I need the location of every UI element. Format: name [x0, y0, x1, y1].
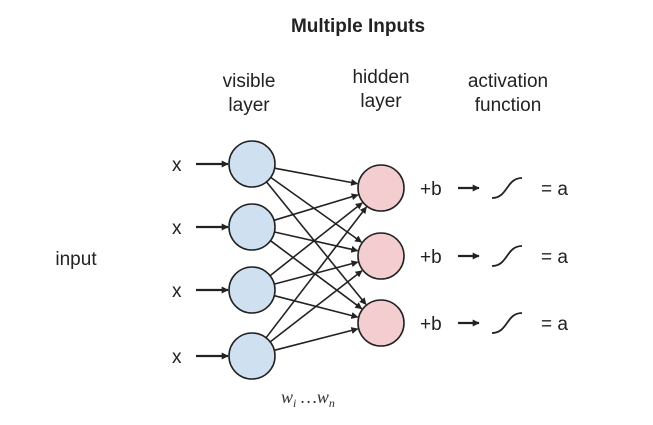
input-x-label: x [172, 347, 182, 368]
header-activation-line2: function [475, 95, 542, 116]
output-a-label: = a [541, 314, 568, 335]
edge-v3-h1 [269, 202, 363, 277]
diagram-title: Multiple Inputs [291, 16, 425, 37]
sigmoid-icon [491, 245, 523, 267]
header-visible-line2: layer [228, 95, 270, 116]
input-x-label: x [172, 155, 182, 176]
hidden-layer-nodes [357, 164, 405, 347]
edge-v1-h2 [270, 176, 363, 243]
input-x-label: x [172, 218, 182, 239]
visible-node-1 [228, 140, 276, 188]
header-hidden-line2: layer [360, 91, 402, 112]
bias-label: +b [420, 179, 442, 200]
hidden-node-2 [357, 232, 405, 280]
input-side-label: input [55, 249, 97, 270]
activation-rows: +b = a +b = a +b = a [420, 177, 568, 335]
edge-v2-h2 [274, 231, 359, 253]
edge-v4-h3 [274, 327, 359, 352]
edge-v2-h3 [270, 240, 363, 310]
visible-layer-nodes [228, 140, 276, 380]
edge-v1-h3 [265, 181, 367, 305]
sigmoid-icon [491, 177, 523, 199]
hidden-node-1 [357, 164, 405, 212]
input-group: x x x x [172, 155, 229, 368]
hidden-node-3 [357, 299, 405, 347]
bias-label: +b [420, 314, 442, 335]
weights-label: wi …wn [281, 387, 335, 410]
visible-node-3 [228, 266, 276, 314]
input-x-label: x [172, 281, 182, 302]
edge-v1-h1 [274, 167, 359, 186]
visible-node-4 [228, 332, 276, 380]
edge-v4-h2 [269, 270, 363, 343]
output-a-label: = a [541, 179, 568, 200]
header-visible-line1: visible [223, 71, 276, 92]
edge-v4-h1 [265, 206, 368, 339]
output-a-label: = a [541, 247, 568, 268]
visible-node-2 [228, 203, 276, 251]
header-hidden-line1: hidden [352, 67, 409, 88]
sigmoid-icon [491, 312, 523, 334]
bias-label: +b [420, 247, 442, 268]
edge-v2-h1 [273, 193, 359, 222]
connection-lines [265, 167, 368, 352]
header-activation-line1: activation [468, 71, 548, 92]
